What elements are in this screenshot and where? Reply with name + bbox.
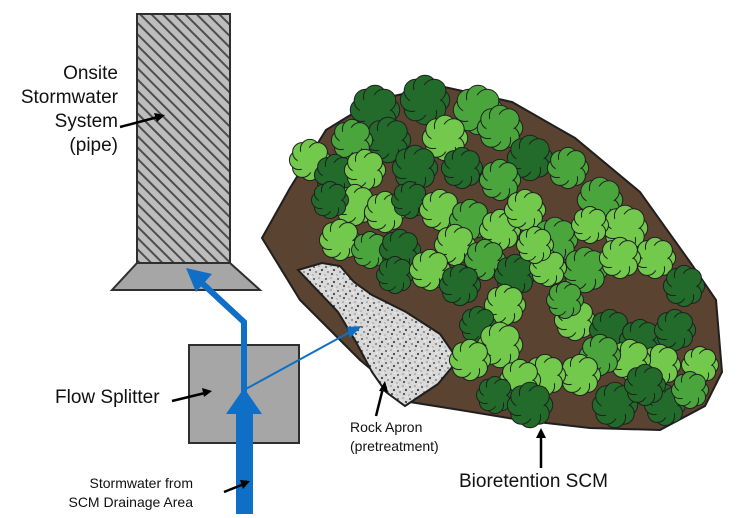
shrub	[440, 146, 484, 190]
shrub	[448, 338, 492, 382]
shrub	[476, 376, 514, 414]
stormwater-label-line-1: Stormwater from	[89, 475, 193, 491]
shrub	[653, 308, 697, 352]
shrub	[623, 363, 667, 407]
shrub	[662, 264, 706, 308]
shrub	[506, 381, 554, 429]
pipe-flow-arrow-head	[186, 268, 212, 292]
shrub-layer	[288, 74, 720, 429]
shrub	[376, 256, 414, 294]
shrub	[598, 236, 642, 280]
shrub	[506, 134, 554, 182]
shrub	[529, 249, 568, 287]
shrub	[343, 148, 387, 192]
pipe-leader-head	[154, 113, 165, 122]
pipe-label-line-4: (pipe)	[69, 135, 118, 156]
shrub	[516, 226, 555, 264]
shrub	[438, 263, 482, 307]
shrub	[399, 74, 451, 126]
apron-leader-head	[379, 381, 388, 392]
shrub	[546, 281, 585, 319]
shrub	[591, 381, 639, 429]
shrub	[333, 183, 377, 227]
shrub	[391, 144, 439, 192]
shrub	[558, 353, 602, 397]
shrub	[633, 236, 677, 280]
flow-arrows	[186, 268, 362, 514]
inflow-arrow-shaft	[236, 410, 253, 514]
shrub	[561, 246, 609, 294]
shrub	[408, 248, 452, 292]
shrub	[433, 223, 477, 267]
shrub	[463, 238, 507, 282]
apron-flow-line	[243, 331, 351, 391]
pipe-label-line-3: System	[54, 111, 118, 132]
rock-apron-label: Rock Apron (pretreatment)	[350, 418, 439, 456]
bioretention-label: Bioretention SCM	[459, 471, 608, 492]
shrub	[478, 158, 522, 202]
stormwater-label-line-2: SCM Drainage Area	[68, 494, 193, 510]
pipe-label-line-2: Stormwater	[20, 87, 118, 108]
stormwater-source-label: Stormwater from SCM Drainage Area	[68, 474, 193, 512]
stormwater-pipe	[109, 13, 263, 291]
pipe-label-line-1: Onsite	[63, 63, 118, 84]
pipe-flow-arrow	[200, 281, 247, 392]
apron-label-line-2: (pretreatment)	[350, 438, 439, 454]
shrub	[671, 371, 710, 409]
splitter-leader	[171, 391, 206, 403]
shrub	[571, 206, 610, 244]
apron-label-line-1: Rock Apron	[350, 419, 423, 435]
splitter-leader-head	[202, 388, 212, 397]
apron-flow-arrow-head	[347, 326, 362, 338]
apron-leader	[374, 387, 385, 417]
leader-arrows	[119, 113, 546, 494]
shrub	[546, 146, 590, 190]
stormwater-leader-head	[240, 480, 250, 489]
shrub	[503, 188, 547, 232]
pipe-label: Onsite Stormwater System (pipe)	[21, 62, 118, 158]
flow-splitter-label: Flow Splitter	[55, 387, 160, 408]
stormwater-leader	[223, 482, 245, 494]
bioretention-leader-head	[536, 428, 546, 438]
pipe-leader	[119, 115, 159, 129]
shrub	[311, 181, 349, 219]
shrub	[476, 104, 524, 152]
inflow-arrow-head	[226, 388, 262, 414]
